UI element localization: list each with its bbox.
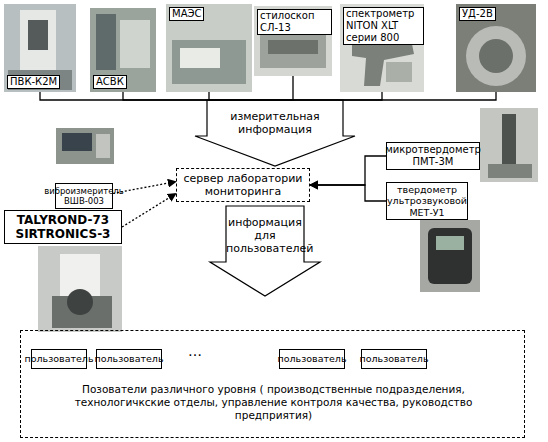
instrument-photo: [479, 39, 513, 73]
instrument-photo: [436, 236, 464, 250]
instrument-photo-box: АСВК: [90, 8, 156, 92]
connector: [275, 76, 293, 100]
instrument-photo: [502, 114, 516, 168]
instrument-photo: [4, 4, 76, 92]
instrument-photo: [420, 220, 480, 292]
instrument-photo: [340, 4, 424, 92]
instrument-name: МАЭС: [169, 7, 204, 21]
instrument-photo: [20, 10, 56, 70]
node-text: твердометр ультрозвуковой МЕТ-У1: [387, 184, 467, 219]
user-box: пользователь: [96, 349, 162, 369]
instrument-photo: [180, 48, 220, 68]
node-text: пользователь: [94, 353, 163, 365]
instrument-name: стилоскоп СЛ-13: [257, 9, 332, 35]
instrument-photo: [120, 20, 150, 68]
instrument-photo: [428, 228, 472, 284]
device-label-box: микротвердометр ПМТ-3М: [386, 142, 480, 170]
instrument-photo: [38, 246, 122, 332]
user-box: пользователь: [279, 349, 345, 369]
instrument-photo-box: спектрометр NITON XLT серии 800: [340, 4, 424, 92]
instrument-photo: [480, 108, 538, 182]
instrument-photo: [420, 220, 480, 292]
device-label-box: TALYROND-73 SIRTRONICS-3: [4, 210, 122, 244]
instrument-photo-box: стилоскоп СЛ-13: [254, 6, 332, 76]
server-box: сервер лаборатории мониторинга: [176, 168, 310, 202]
device-label-box: виброизмеритель ВШВ-003: [55, 183, 113, 209]
instrument-photo: [90, 8, 156, 92]
instrument-photo: [260, 32, 326, 68]
arrow-shape: [195, 100, 355, 166]
instrument-photo: [466, 26, 526, 86]
connector: [275, 92, 496, 100]
instrument-name: спектрометр NITON XLT серии 800: [343, 7, 424, 45]
instrument-name: ПВК-К2М: [7, 75, 60, 89]
device-label-box: твердометр ультрозвуковой МЕТ-У1: [386, 182, 468, 220]
instrument-photo: [38, 246, 122, 332]
instrument-photo: [172, 40, 246, 84]
connector: [113, 182, 176, 194]
connector: [209, 92, 275, 100]
node-text: информация для пользователей: [226, 216, 304, 255]
connector: [40, 92, 275, 100]
connector: [122, 194, 176, 228]
group-description: Позователи различного уровня ( производс…: [41, 383, 506, 422]
instrument-photo-box: УД-2В: [456, 4, 536, 92]
instrument-photo: [8, 70, 72, 90]
instrument-photo: [166, 4, 252, 92]
instrument-name: АСВК: [93, 75, 127, 89]
instrument-photo: [90, 8, 156, 92]
block-arrow: информация для пользователей: [210, 206, 320, 296]
node-text: пользователь: [24, 353, 93, 365]
node-text: TALYROND-73 SIRTRONICS-3: [5, 213, 121, 241]
users-group: Позователи различного уровня ( производс…: [20, 330, 525, 438]
node-text: виброизмеритель ВШВ-003: [44, 186, 124, 207]
node-text: измерительная информация: [207, 110, 343, 136]
user-box: пользователь: [31, 349, 87, 369]
instrument-photo: [96, 134, 110, 158]
instrument-photo: [4, 4, 76, 92]
block-arrow: измерительная информация: [195, 100, 355, 166]
instrument-photo: [56, 128, 114, 164]
instrument-photo-box: МАЭС: [166, 4, 252, 92]
instrument-photo: [456, 4, 536, 92]
instrument-photo: [480, 108, 538, 182]
instrument-photo-box: ПВК-К2М: [4, 4, 76, 92]
user-box: пользователь: [361, 349, 427, 369]
instrument-photo: [488, 164, 532, 178]
instrument-photo: [62, 133, 92, 151]
instrument-photo: [56, 128, 114, 164]
node-text: сервер лаборатории мониторинга: [177, 172, 309, 198]
instrument-photo: [254, 6, 332, 76]
connector: [310, 156, 386, 185]
node-text: пользователь: [359, 353, 428, 365]
ellipsis-label: …: [188, 343, 202, 359]
instrument-name: УД-2В: [459, 7, 496, 21]
instrument-photo: [340, 4, 424, 92]
arrow-shape: [210, 206, 320, 296]
connector: [310, 185, 386, 201]
instrument-photo: [254, 6, 332, 76]
instrument-photo: [456, 4, 536, 92]
instrument-photo: [268, 40, 318, 54]
instrument-photo: [166, 4, 252, 92]
node-text: пользователь: [277, 353, 346, 365]
instrument-photo: [386, 62, 412, 82]
connector: [123, 92, 275, 100]
node-text: микротвердометр ПМТ-3М: [385, 144, 481, 168]
connector: [275, 92, 382, 100]
instrument-photo: [28, 20, 48, 50]
instrument-photo: [96, 14, 116, 70]
instrument-photo: [67, 289, 93, 315]
